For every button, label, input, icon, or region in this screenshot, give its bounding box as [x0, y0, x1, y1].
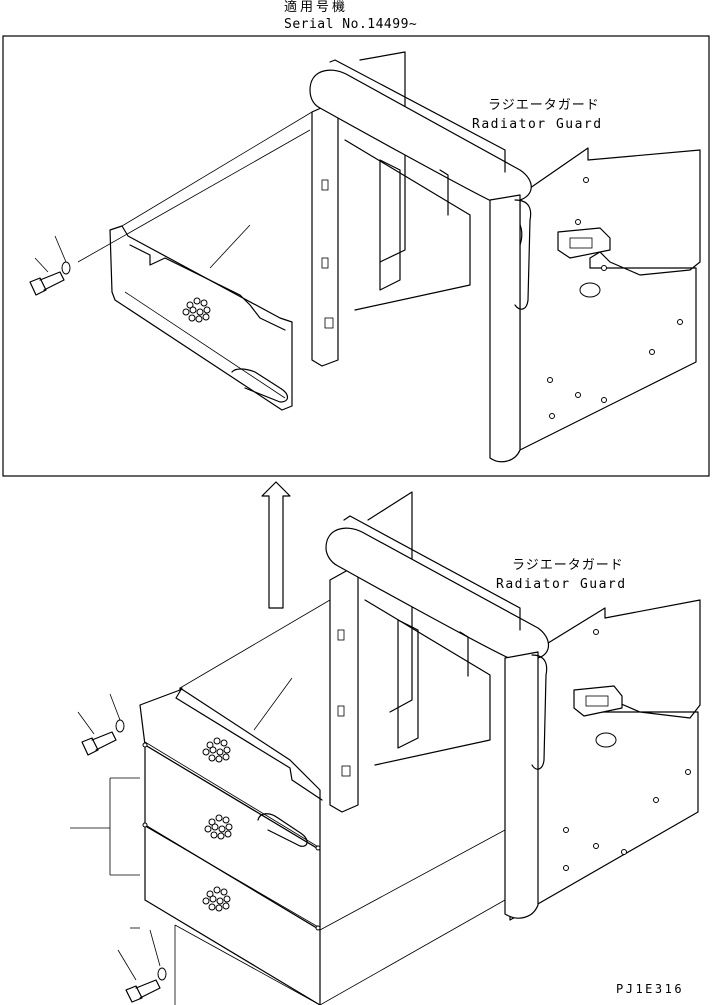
drawing-code: PJ1E316: [616, 982, 685, 996]
upper-radiator-guard-label-jp: ラジエータガード: [488, 98, 600, 113]
lower-bolt-top: [81, 731, 117, 756]
assembly-direction-arrow: [261, 481, 291, 609]
serial-number-label: Serial No.14499~: [284, 17, 418, 32]
lower-radiator-guard-label-en: Radiator Guard: [496, 577, 627, 592]
upper-radiator-guard: [309, 51, 701, 463]
lower-washer-top: [115, 719, 125, 733]
lower-guard-panels: [139, 687, 323, 1005]
upper-washer: [61, 261, 71, 275]
lower-panel-hole-pattern-top: [202, 737, 231, 763]
upper-bolt: [29, 271, 65, 296]
upper-guard-panel: [109, 225, 293, 411]
applicable-models-label: 適用号機: [284, 0, 349, 15]
lower-washer-bottom: [157, 967, 167, 981]
lower-bolt-bottom: [125, 979, 161, 1003]
upper-radiator-guard-label-en: Radiator Guard: [472, 117, 603, 132]
lower-panel-hole-pattern-middle: [204, 814, 233, 840]
lower-panel-hole-pattern-bottom: [202, 886, 231, 912]
lower-radiator-guard-label-jp: ラジエータガード: [512, 558, 624, 573]
lower-radiator-guard: [325, 491, 701, 921]
upper-detail-frame: [2, 35, 710, 477]
upper-panel-hole-pattern: [182, 297, 211, 323]
